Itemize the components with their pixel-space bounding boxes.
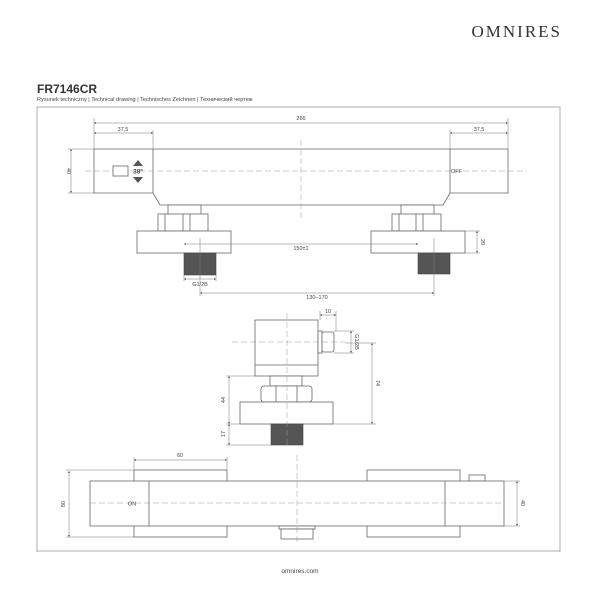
dim-thread-length: 17 [221,431,227,437]
dim-height: 40 [65,168,71,174]
top-view: 38° OFF 266 37,5 37,5 40 150±1 [65,116,527,301]
model-number: FR7146CR [37,82,98,96]
dim-plate-height: 80 [61,501,67,507]
dim-spacing: 150±1 [293,246,308,252]
left-connector [136,204,232,276]
off-label: OFF [451,169,463,175]
dim-overall-width: 266 [296,116,305,122]
brand-logo: OMNIRES [471,22,562,41]
drawing-subtitle: Rysunek techniczny | Technical drawing |… [37,97,253,103]
side-view: 10 G1/2B 74 44 17 [221,309,380,447]
dim-body-height: 40 [519,500,525,506]
on-label: ON [128,502,136,508]
temperature-window [112,165,129,177]
arrow-down-icon [133,177,143,183]
dim-outlet-length: 10 [325,309,331,315]
temperature-label: 38° [133,168,143,176]
dim-right-handle: 37,5 [474,127,485,133]
arrow-up-icon [133,160,143,166]
dim-depth: 74 [374,380,380,386]
front-view: ON 60 80 40 [61,453,525,544]
right-connector [370,204,466,275]
dim-outlet-thread: G1/2B [353,334,359,350]
dim-plate-width: 60 [177,453,183,459]
footer-website: omnires.com [281,568,319,575]
dim-left-handle: 37,5 [118,127,129,133]
dim-connection-range: 130–170 [306,295,327,301]
dim-flange-height: 20 [479,239,485,245]
dim-connector-height: 44 [221,397,227,403]
